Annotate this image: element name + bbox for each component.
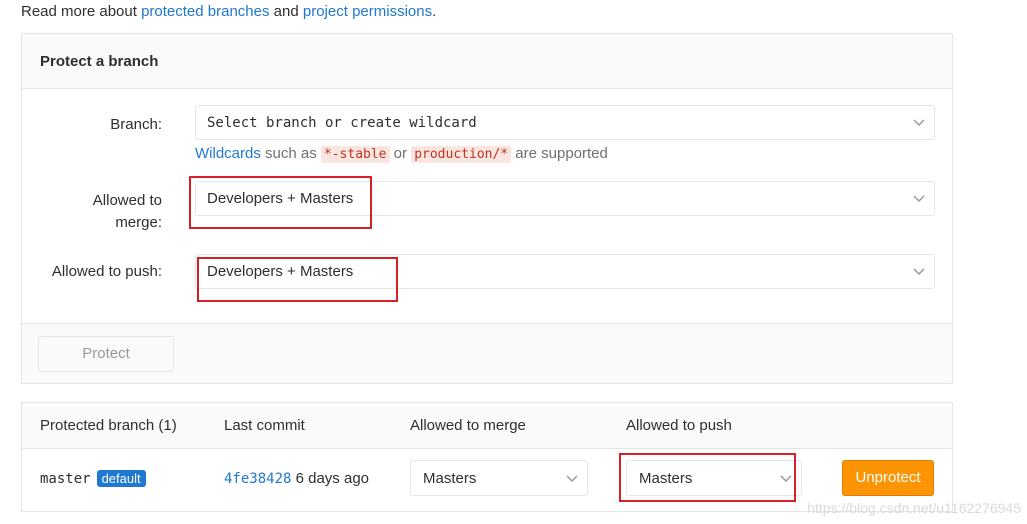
help-text-1: such as <box>260 145 321 162</box>
push-access-value: Developers + Masters <box>207 263 354 280</box>
branch-name: master <box>40 471 91 487</box>
wildcard-help: Wildcards such as *-stable or production… <box>195 145 608 163</box>
push-label: Allowed to push: <box>51 263 162 280</box>
header-allowed-push: Allowed to push <box>626 417 732 434</box>
merge-label-line2: merge: <box>115 214 162 231</box>
row-merge-value: Masters <box>423 470 477 487</box>
header-last-commit: Last commit <box>224 417 305 434</box>
row-push-value: Masters <box>639 470 693 487</box>
commit-sha-link[interactable]: 4fe38428 <box>224 471 292 487</box>
code-production: production/* <box>411 146 512 163</box>
intro-text: Read more about protected branches and p… <box>21 3 436 20</box>
commit-cell: 4fe38428 6 days ago <box>224 470 369 487</box>
wildcards-link[interactable]: Wildcards <box>195 145 261 162</box>
help-text-3: are supported <box>511 145 608 162</box>
merge-access-select[interactable]: Developers + Masters <box>195 181 935 216</box>
protect-branch-panel: Protect a branch Branch: Select branch o… <box>21 33 953 384</box>
header-protected-branch: Protected branch (1) <box>40 417 177 434</box>
panel-footer: Protect <box>22 323 952 383</box>
branch-cell: master default <box>40 470 146 487</box>
row-push-select[interactable]: Masters <box>626 460 802 496</box>
intro-suffix: . <box>432 3 437 20</box>
intro-prefix: Read more about <box>21 3 142 20</box>
branch-label: Branch: <box>110 116 162 133</box>
row-merge-select[interactable]: Masters <box>410 460 588 496</box>
chevron-down-icon <box>913 268 925 276</box>
merge-label: Allowed to merge: <box>22 190 162 234</box>
protect-button[interactable]: Protect <box>38 336 174 372</box>
chevron-down-icon <box>566 475 578 483</box>
branch-select-placeholder: Select branch or create wildcard <box>207 115 477 131</box>
table-header: Protected branch (1) Last commit Allowed… <box>22 403 952 449</box>
help-text-2: or <box>389 145 412 162</box>
commit-age: 6 days ago <box>295 470 369 487</box>
intro-mid: and <box>269 3 303 20</box>
protected-branches-link[interactable]: protected branches <box>141 3 270 20</box>
unprotect-button[interactable]: Unprotect <box>842 460 934 496</box>
push-access-select[interactable]: Developers + Masters <box>195 254 935 289</box>
code-stable: *-stable <box>320 146 390 163</box>
header-allowed-merge: Allowed to merge <box>410 417 526 434</box>
watermark: https://blog.csdn.net/u1162276945 <box>807 500 1021 516</box>
default-badge: default <box>96 470 146 487</box>
protected-branches-table: Protected branch (1) Last commit Allowed… <box>21 402 953 512</box>
panel-title: Protect a branch <box>22 34 952 89</box>
branch-select[interactable]: Select branch or create wildcard <box>195 105 935 140</box>
merge-access-value: Developers + Masters <box>207 190 354 207</box>
merge-label-line1: Allowed to <box>92 192 162 209</box>
chevron-down-icon <box>913 195 925 203</box>
chevron-down-icon <box>780 475 792 483</box>
chevron-down-icon <box>913 119 925 127</box>
project-permissions-link[interactable]: project permissions <box>302 3 433 20</box>
